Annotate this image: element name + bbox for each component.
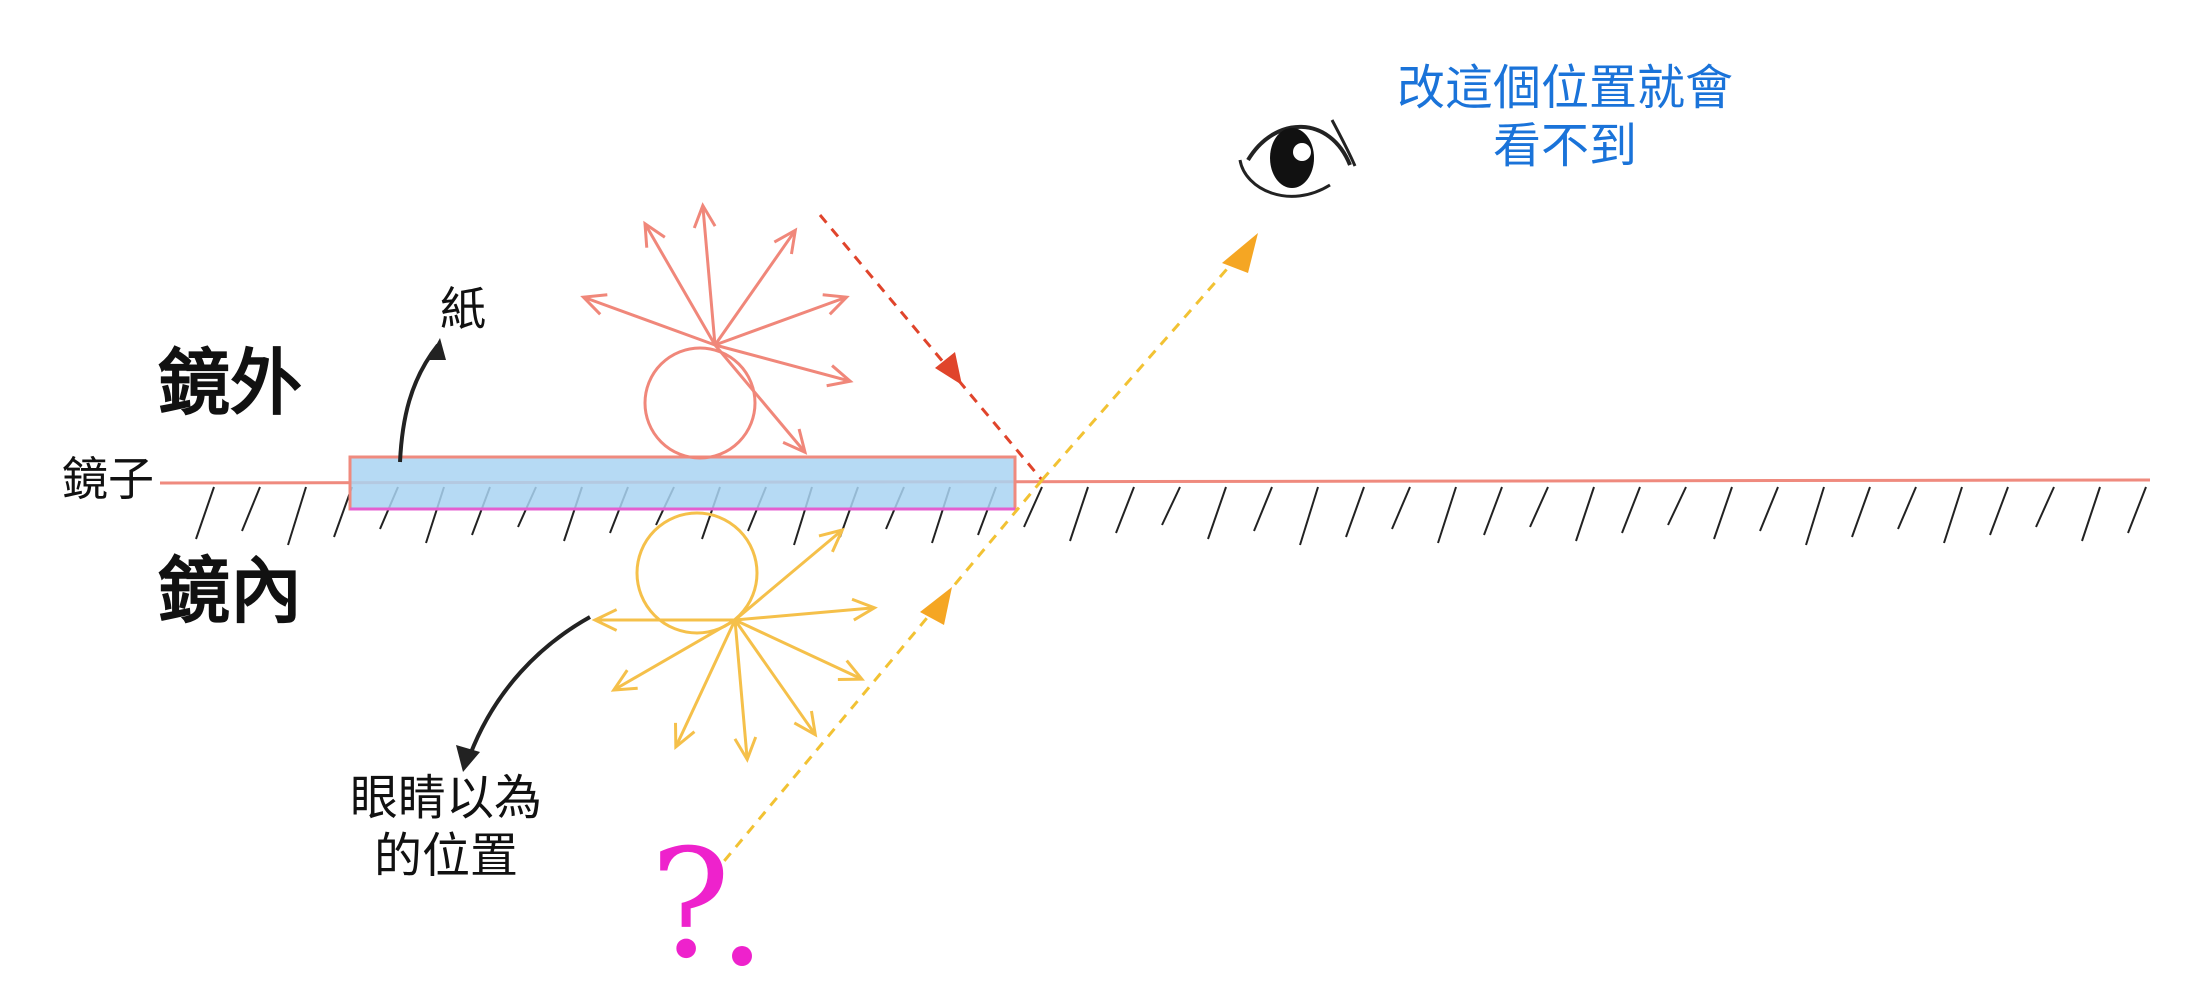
hatch-mark (241, 486, 261, 532)
real-ray-head (782, 428, 808, 455)
real-ray-shaft (714, 295, 848, 347)
real-ray-shaft (701, 205, 717, 346)
incident-ray-arrowhead (935, 352, 962, 385)
reflected-ray-arrowhead (1222, 233, 1258, 273)
question-mark: ? (650, 818, 731, 992)
hatch-mark (1851, 486, 1871, 538)
virtual-image (591, 511, 878, 763)
real-object-rays (580, 202, 854, 455)
virtual-ray-head (733, 736, 758, 763)
curved-arrow-icon-head (428, 338, 446, 360)
hatch-mark (1207, 486, 1227, 540)
eye-icon (1238, 119, 1357, 198)
hatch-mark (1759, 486, 1779, 532)
virtual-image-rays (591, 527, 878, 763)
perceived-arrow (468, 615, 591, 756)
virtual-ray-shaft (733, 619, 817, 736)
virtual-ray-head (837, 659, 866, 681)
real-ray-head (822, 293, 850, 316)
hatch-mark (1667, 486, 1687, 526)
virtual-image-ball (635, 511, 759, 635)
curved-arrow-icon (398, 343, 440, 463)
hatch-mark (2035, 486, 2055, 528)
hatch-mark (1023, 486, 1043, 528)
virtual-ray-extension (718, 479, 1044, 867)
hatch-mark (1391, 486, 1411, 530)
real-ray-head (692, 202, 717, 229)
virtual-ray-shaft (734, 606, 875, 622)
question-mark-dot (732, 946, 752, 966)
real-ray-shaft (713, 229, 797, 346)
real-ray-shaft (714, 343, 851, 383)
hatch-mark (1161, 486, 1181, 526)
virtual-ray-shaft (734, 528, 844, 622)
hatch-mark (1989, 486, 2009, 536)
real-ray-shaft (582, 295, 716, 347)
hatch-mark (2127, 486, 2147, 534)
real-ray-shaft (713, 344, 807, 454)
paper-sheet (348, 455, 1017, 511)
move-position-note: 改這個位置就會 看不到 (1396, 60, 1733, 174)
hatch-mark (2081, 486, 2101, 542)
virtual-ray-shaft (613, 618, 736, 692)
virtual-ray-head (818, 527, 845, 553)
real-ray-head (773, 227, 798, 255)
hatch-mark (1483, 486, 1503, 536)
virtual-ray-head (610, 669, 638, 692)
reflected-ray (1040, 236, 1257, 481)
incident-ray (818, 214, 1044, 481)
hatch-mark (1805, 486, 1825, 546)
hatch-mark (1345, 486, 1365, 538)
virtual-ray-shaft (733, 619, 749, 760)
real-ray-head (643, 220, 666, 248)
hatch-mark (1529, 486, 1549, 528)
perceived-position-label: 眼睛以為 的位置 (349, 770, 542, 884)
hatch-mark (1897, 486, 1917, 530)
hatch-mark (1943, 486, 1963, 544)
real-object (580, 202, 854, 460)
perceived-arrow-head (456, 745, 480, 772)
virtual-ray-head (793, 710, 818, 738)
virtual-ray-shaft (734, 618, 863, 681)
hatch-mark (1621, 486, 1641, 534)
virtual-ray-head (674, 722, 696, 751)
inside-mirror-label: 鏡內 (158, 549, 303, 633)
outside-mirror-label: 鏡外 (158, 341, 303, 425)
paper-label: 紙 (440, 282, 486, 336)
hatch-mark (195, 486, 215, 540)
hatch-mark (1299, 486, 1319, 546)
hatch-mark (1437, 486, 1457, 544)
real-object-ball (643, 346, 757, 460)
virtual-ray-arrowhead (920, 587, 952, 625)
real-ray-shaft (643, 223, 717, 346)
virtual-ray-head (851, 597, 878, 622)
hatch-mark (1115, 486, 1135, 534)
real-ray-head (580, 293, 608, 316)
hatch-mark (287, 486, 307, 546)
hatch-mark (1069, 486, 1089, 542)
hatch-mark (1713, 486, 1733, 540)
virtual-ray-shaft (674, 619, 737, 748)
mirror-label: 鏡子 (62, 452, 154, 506)
virtual-ray-head (591, 608, 618, 632)
hatch-mark (1575, 486, 1595, 542)
hatch-mark (1253, 486, 1273, 532)
real-ray-head (826, 364, 854, 388)
